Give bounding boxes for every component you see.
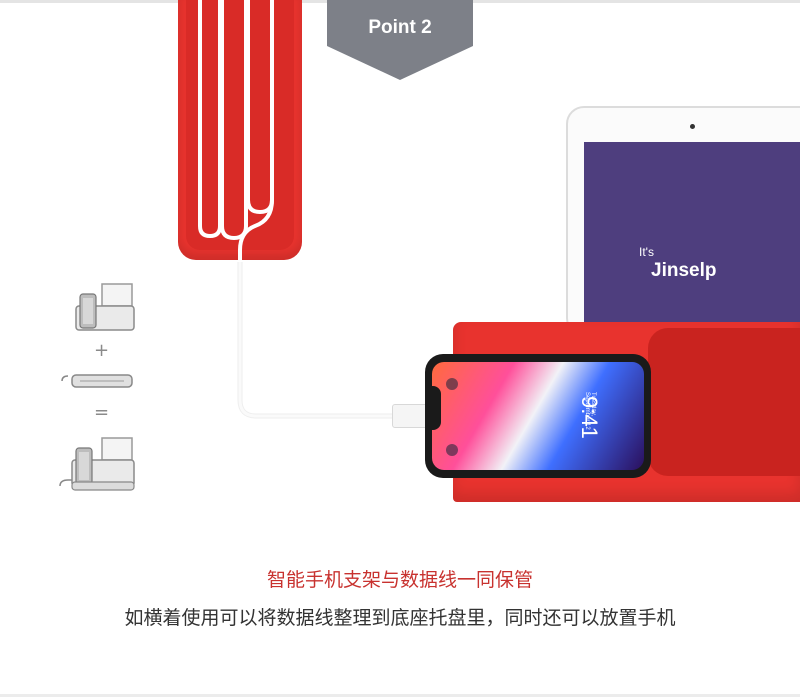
phone-notch (427, 386, 441, 430)
equals-sign: = (94, 402, 110, 423)
phone-holder-slot (648, 328, 800, 476)
badge-label: Point 2 (368, 17, 432, 38)
phone-clock: 9:41 (577, 396, 602, 439)
tablet-screen-brand-text: Jinselp (651, 260, 717, 281)
tablet-screen-small-text: It's (639, 245, 654, 259)
cable-tray-inner (186, 0, 294, 250)
point-badge: Point 2 (327, 0, 473, 80)
badge-shape (327, 0, 473, 80)
usb-plug (392, 404, 428, 428)
camera-icon (446, 444, 458, 456)
caption-title: 智能手机支架与数据线一同保管 (266, 569, 533, 591)
tablet-device (566, 106, 800, 336)
mini-combined-organizer-icon (58, 436, 136, 494)
plus-sign: + (94, 340, 110, 361)
mini-organizer-icon (72, 282, 136, 334)
phone-screen: Tuesday, September 12 9:41 (432, 362, 644, 470)
tablet-screen (584, 142, 800, 332)
tablet-camera (690, 124, 695, 129)
mini-cable-tray-icon (60, 372, 134, 390)
bottom-divider (0, 694, 800, 697)
caption-subtitle: 如横着使用可以将数据线整理到底座托盘里，同时还可以放置手机 (124, 607, 676, 629)
flashlight-icon (446, 378, 458, 390)
smartphone: Tuesday, September 12 9:41 (425, 354, 651, 478)
